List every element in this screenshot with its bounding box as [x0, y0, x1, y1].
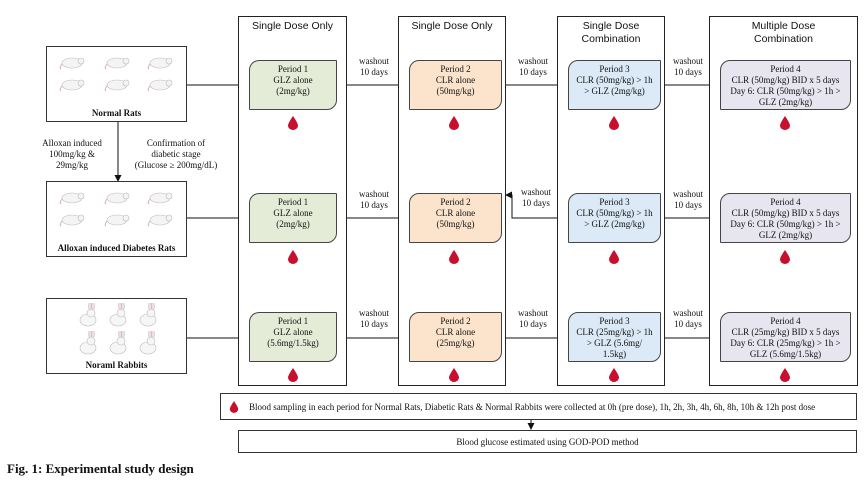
rabbit-icon	[109, 303, 127, 327]
blood-drop-icon	[780, 368, 790, 382]
blood-drop-icon	[449, 250, 459, 264]
rabbit-icon	[79, 331, 97, 355]
blood-sampling-box: Blood sampling in each period for Normal…	[220, 393, 857, 420]
animal-label: Normal Rats	[91, 108, 142, 118]
rat-icon	[147, 79, 173, 92]
blood-drop-icon	[288, 116, 298, 130]
blood-drop-icon	[780, 116, 790, 130]
animal-label: Alloxan induced Diabetes Rats	[57, 243, 176, 253]
blood-drop-icon	[780, 250, 790, 264]
animal-label: Noraml Rabbits	[85, 360, 148, 370]
rat-icon	[104, 57, 130, 70]
rabbit-icon	[79, 303, 97, 327]
rat-icon	[104, 192, 130, 205]
rat-icon	[104, 214, 130, 227]
rat-icon	[59, 214, 85, 227]
column-title: Single Dose Only	[251, 20, 334, 32]
blood-sampling-text: Blood sampling in each period for Normal…	[249, 401, 816, 412]
rabbit-icon	[139, 303, 157, 327]
column-title: Multiple Dose Combination	[751, 20, 816, 45]
rabbit-icon	[109, 331, 127, 355]
blood-drop-icon	[609, 250, 619, 264]
blood-drop-icon	[449, 116, 459, 130]
rat-icon	[59, 192, 85, 205]
blood-drop-icon	[609, 368, 619, 382]
rat-icon	[147, 214, 173, 227]
column-title: Single Dose Only	[411, 20, 493, 32]
rat-icon	[147, 57, 173, 70]
blood-drop-icon	[449, 368, 459, 382]
confirmation-note: Confirmation of diabetic stage (Glucose …	[134, 138, 218, 170]
blood-drop-icon	[288, 250, 298, 264]
rabbits-box: Noraml Rabbits	[46, 298, 187, 374]
rabbit-icon	[139, 331, 157, 355]
glucose-method-text: Blood glucose estimated using GOD-POD me…	[456, 436, 639, 447]
normal-rats-box: Normal Rats	[46, 46, 187, 122]
rat-icon	[59, 79, 85, 92]
column-title: Single Dose Combination	[581, 20, 641, 45]
blood-drop-icon	[609, 116, 619, 130]
rat-icon	[59, 57, 85, 70]
rat-icon	[147, 192, 173, 205]
blood-drop-icon	[288, 368, 298, 382]
rat-icon	[104, 79, 130, 92]
alloxan-induction-note: Alloxan induced 100mg/kg & 29mg/kg	[42, 138, 102, 170]
blood-drop-icon	[229, 400, 239, 413]
diabetes-rats-box: Alloxan induced Diabetes Rats	[46, 181, 187, 257]
figure-caption: Fig. 1: Experimental study design	[7, 461, 194, 476]
glucose-method-box: Blood glucose estimated using GOD-POD me…	[238, 430, 857, 453]
